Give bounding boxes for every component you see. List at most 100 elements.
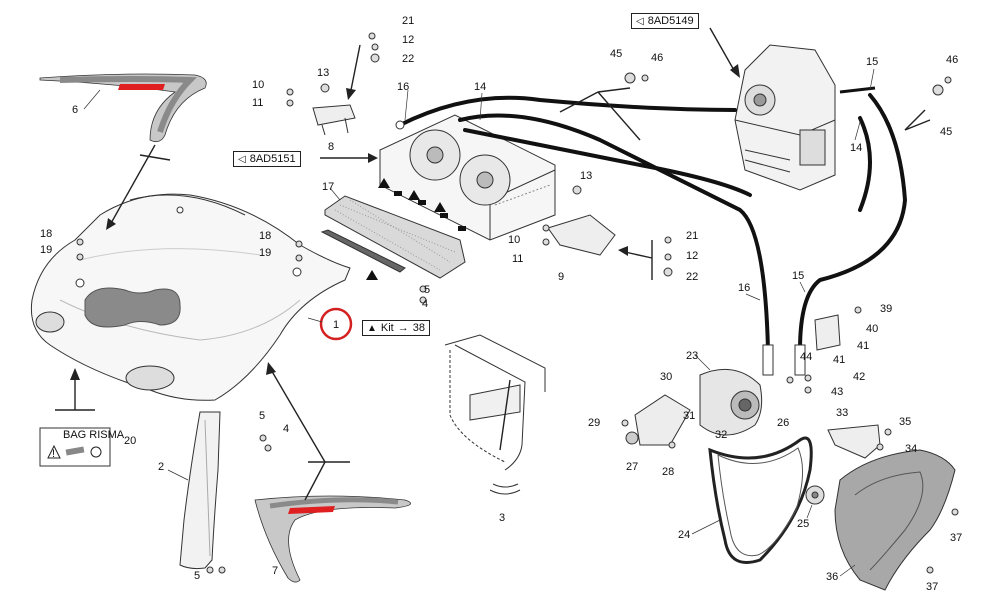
callout-39: 39 [880, 303, 892, 315]
stripe-decal-bottom [254, 495, 412, 583]
callout-9: 9 [558, 271, 564, 283]
callout-34: 34 [905, 443, 917, 455]
callout-leaders [83, 68, 875, 577]
callout-24: 24 [678, 529, 690, 541]
callout-1: 1 [333, 319, 339, 331]
callout-2: 2 [158, 461, 164, 473]
callout-18a: 18 [40, 228, 52, 240]
callout-13a: 13 [317, 67, 329, 79]
callout-12a: 12 [402, 34, 414, 46]
svg-text:!: ! [52, 448, 55, 460]
callout-21b: 21 [686, 230, 698, 242]
callout-5b: 5 [424, 284, 430, 296]
callout-16b: 16 [738, 282, 750, 294]
callout-15a: 15 [866, 56, 878, 68]
a-pillar-trim [179, 411, 221, 570]
front-hood-assembly [30, 193, 351, 401]
arrow-heads [70, 64, 740, 380]
bracket-33 [827, 424, 881, 459]
callout-11b: 11 [512, 253, 523, 265]
callout-30: 30 [660, 371, 672, 383]
callout-32: 32 [715, 429, 727, 441]
callout-45a: 45 [610, 48, 622, 60]
callout-11a: 11 [252, 97, 263, 109]
callout-27: 27 [626, 461, 638, 473]
callout-41b: 41 [833, 354, 845, 366]
ac-hoses [398, 93, 908, 352]
bracket-8 [312, 104, 356, 136]
callout-6: 6 [72, 104, 78, 116]
callout-5a: 5 [259, 410, 265, 422]
callout-13b: 13 [580, 170, 592, 182]
callout-29: 29 [588, 417, 600, 429]
callout-45b: 45 [940, 126, 952, 138]
mesh-screen [320, 195, 466, 279]
condenser-fan-assembly [379, 114, 556, 241]
bracket-9 [547, 214, 616, 256]
callout-44: 44 [800, 351, 812, 363]
ref-box-top-right: ◁ 8AD5149 [631, 13, 699, 29]
callout-10a: 10 [252, 79, 264, 91]
triangle-left-icon: ◁ [636, 15, 644, 27]
callout-21a: 21 [402, 15, 414, 27]
callout-35: 35 [899, 416, 911, 428]
kit-reference-box: ▲ Kit → 38 [362, 320, 430, 336]
callout-46a: 46 [651, 52, 663, 64]
ref-code-top-right: 8AD5149 [647, 15, 694, 27]
callout-4a: 4 [283, 423, 289, 435]
stripe-decal-top [39, 73, 207, 143]
callout-4b: 4 [422, 298, 428, 310]
callout-22b: 22 [686, 271, 698, 283]
warning-label: BAG RISMA ! [39, 427, 125, 467]
ref-code-left: 8AD5151 [249, 153, 296, 165]
callout-25: 25 [797, 518, 809, 530]
callout-5c: 5 [194, 570, 200, 582]
callout-8: 8 [328, 141, 334, 153]
kit-number: 38 [412, 322, 425, 334]
callout-19b: 19 [259, 247, 271, 259]
callout-18b: 18 [259, 230, 271, 242]
bracket-41 [814, 314, 841, 351]
hvac-unit [734, 44, 836, 191]
hose-fittings [395, 86, 876, 376]
callout-42: 42 [853, 371, 865, 383]
callout-46b: 46 [946, 54, 958, 66]
callout-37a: 37 [950, 532, 962, 544]
idler-pulley [805, 485, 825, 505]
triangle-filled-icon: ▲ [367, 322, 377, 334]
callout-22a: 22 [402, 53, 414, 65]
callout-40: 40 [866, 323, 878, 335]
callout-12b: 12 [686, 250, 698, 262]
arrow-lines [55, 27, 931, 501]
callout-3: 3 [499, 512, 505, 524]
fasteners [76, 32, 959, 574]
callout-43: 43 [831, 386, 843, 398]
arrow-right-icon: → [397, 322, 409, 334]
callout-19a: 19 [40, 244, 52, 256]
callout-14a: 14 [474, 81, 486, 93]
callout-15b: 15 [792, 270, 804, 282]
callout-36: 36 [826, 571, 838, 583]
callout-37b: 37 [926, 581, 938, 593]
compressor-bracket [625, 394, 691, 446]
drive-belt [708, 436, 813, 564]
callout-23: 23 [686, 350, 698, 362]
callout-14b: 14 [850, 142, 862, 154]
belt-cover [834, 449, 956, 591]
callout-41a: 41 [857, 340, 869, 352]
callout-31: 31 [683, 410, 695, 422]
callout-7: 7 [272, 565, 278, 577]
callout-26: 26 [777, 417, 789, 429]
kit-markers [366, 178, 466, 280]
callout-16a: 16 [397, 81, 409, 93]
windshield-corner-bracket [444, 334, 546, 495]
highlight-circle [319, 307, 353, 341]
callout-33: 33 [836, 407, 848, 419]
callout-labels: 1 2 3 4 4 5 5 5 6 7 8 9 10 10 11 11 12 1… [40, 15, 962, 593]
kit-label: Kit [380, 322, 394, 334]
callout-28: 28 [662, 466, 674, 478]
triangle-left-icon: ◁ [238, 153, 246, 165]
warning-label-heading: BAG RISMA [63, 429, 125, 441]
ac-compressor [699, 368, 763, 436]
